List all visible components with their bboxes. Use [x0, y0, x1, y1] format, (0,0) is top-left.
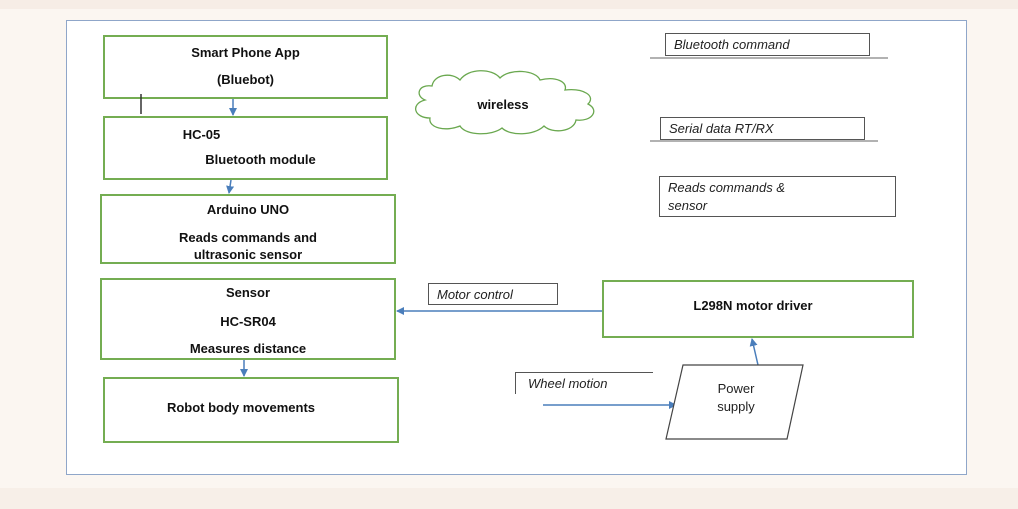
reads-commands-label-2: sensor — [668, 198, 708, 213]
bluetooth-command-note: Bluetooth command — [665, 33, 870, 56]
serial-data-note: Serial data RT/RX — [660, 117, 865, 140]
l298n-title: L298N motor driver — [693, 298, 813, 313]
bottom-strip — [0, 488, 1018, 509]
sensor-block: Sensor HC-SR04 Measures distance — [100, 278, 396, 360]
reads-commands-label-1: Reads commands & — [668, 180, 786, 195]
smartphone-app-subtitle: (Bluebot) — [216, 72, 275, 87]
sensor-title: Sensor — [225, 285, 271, 300]
serial-data-label: Serial data RT/RX — [669, 121, 774, 136]
reads-commands-note: Reads commands & sensor — [659, 176, 896, 217]
robot-body-block: Robot body movements — [103, 377, 399, 443]
motor-control-label: Motor control — [437, 287, 513, 302]
wheel-motion-label: Wheel motion — [528, 376, 608, 391]
top-strip — [0, 0, 1018, 9]
hc05-title: HC-05 — [182, 127, 221, 142]
smartphone-app-block: Smart Phone App (Bluebot) — [103, 35, 388, 99]
robot-body-title: Robot body movements — [166, 400, 316, 415]
motor-control-note: Motor control — [428, 283, 558, 305]
bluetooth-command-label: Bluetooth command — [674, 37, 790, 52]
wheel-motion-note: Wheel motion — [515, 372, 653, 394]
sensor-description: Measures distance — [189, 341, 307, 356]
hc05-subtitle: Bluetooth module — [205, 152, 316, 167]
sensor-model: HC-SR04 — [220, 314, 276, 329]
l298n-block: L298N motor driver — [602, 280, 914, 338]
smartphone-app-title: Smart Phone App — [191, 45, 300, 60]
arduino-title: Arduino UNO — [206, 202, 290, 217]
hc05-block: HC-05 Bluetooth module — [103, 116, 388, 180]
arduino-line-2: Reads commands and — [179, 230, 317, 245]
arduino-block: Arduino UNO Reads commands and ultrasoni… — [100, 194, 396, 264]
arduino-line-3: ultrasonic sensor — [193, 247, 303, 262]
